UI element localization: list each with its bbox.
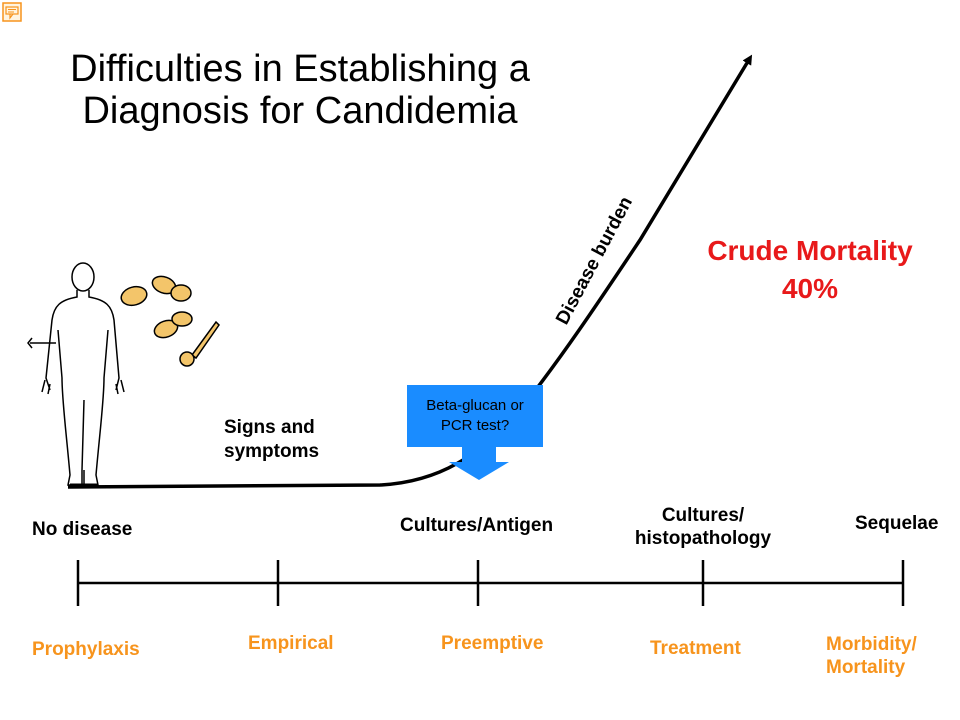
strategy-treatment: Treatment [650, 638, 741, 659]
title-line-2: Diagnosis for Candidemia [82, 90, 518, 132]
stage-cultures-line-2: histopathology [634, 528, 772, 549]
strategy-morbidity-mortality: Morbidity/ Mortality [826, 633, 917, 679]
signs-symptoms-label: Signs and symptoms [224, 416, 319, 464]
stage-no-disease: No disease [32, 519, 133, 540]
stage-cultures-antigen: Cultures/Antigen [400, 515, 554, 536]
human-figure-icon [27, 262, 125, 487]
signs-line-2: symptoms [224, 441, 320, 462]
test-box: Beta-glucan or PCR test? [407, 385, 543, 447]
mortality-value: 40% [781, 273, 839, 304]
signs-line-1: Signs and [224, 417, 315, 438]
strategy-morbidity-line-1: Morbidity/ [826, 634, 917, 655]
stage-cultures-line-1: Cultures/ [661, 505, 745, 526]
strategy-empirical: Empirical [248, 633, 334, 654]
strategy-preemptive: Preemptive [441, 633, 544, 654]
mortality-title: Crude Mortality [707, 235, 913, 266]
strategy-morbidity-line-2: Mortality [826, 657, 906, 678]
stage-sequelae: Sequelae [855, 513, 939, 534]
stage-cultures-histopathology: Cultures/ histopathology [612, 504, 794, 550]
strategy-prophylaxis: Prophylaxis [32, 639, 140, 660]
test-arrow [449, 446, 509, 480]
page-title: Difficulties in Establishing a Diagnosis… [20, 48, 580, 132]
timeline-axis [76, 560, 905, 606]
mortality-label: Crude Mortality 40% [680, 232, 940, 308]
title-line-1: Difficulties in Establishing a [70, 48, 530, 90]
yeast-cells-icon [120, 275, 220, 367]
test-box-line-1: Beta-glucan or [426, 397, 524, 414]
note-icon[interactable] [2, 2, 22, 22]
test-box-line-2: PCR test? [440, 417, 510, 434]
